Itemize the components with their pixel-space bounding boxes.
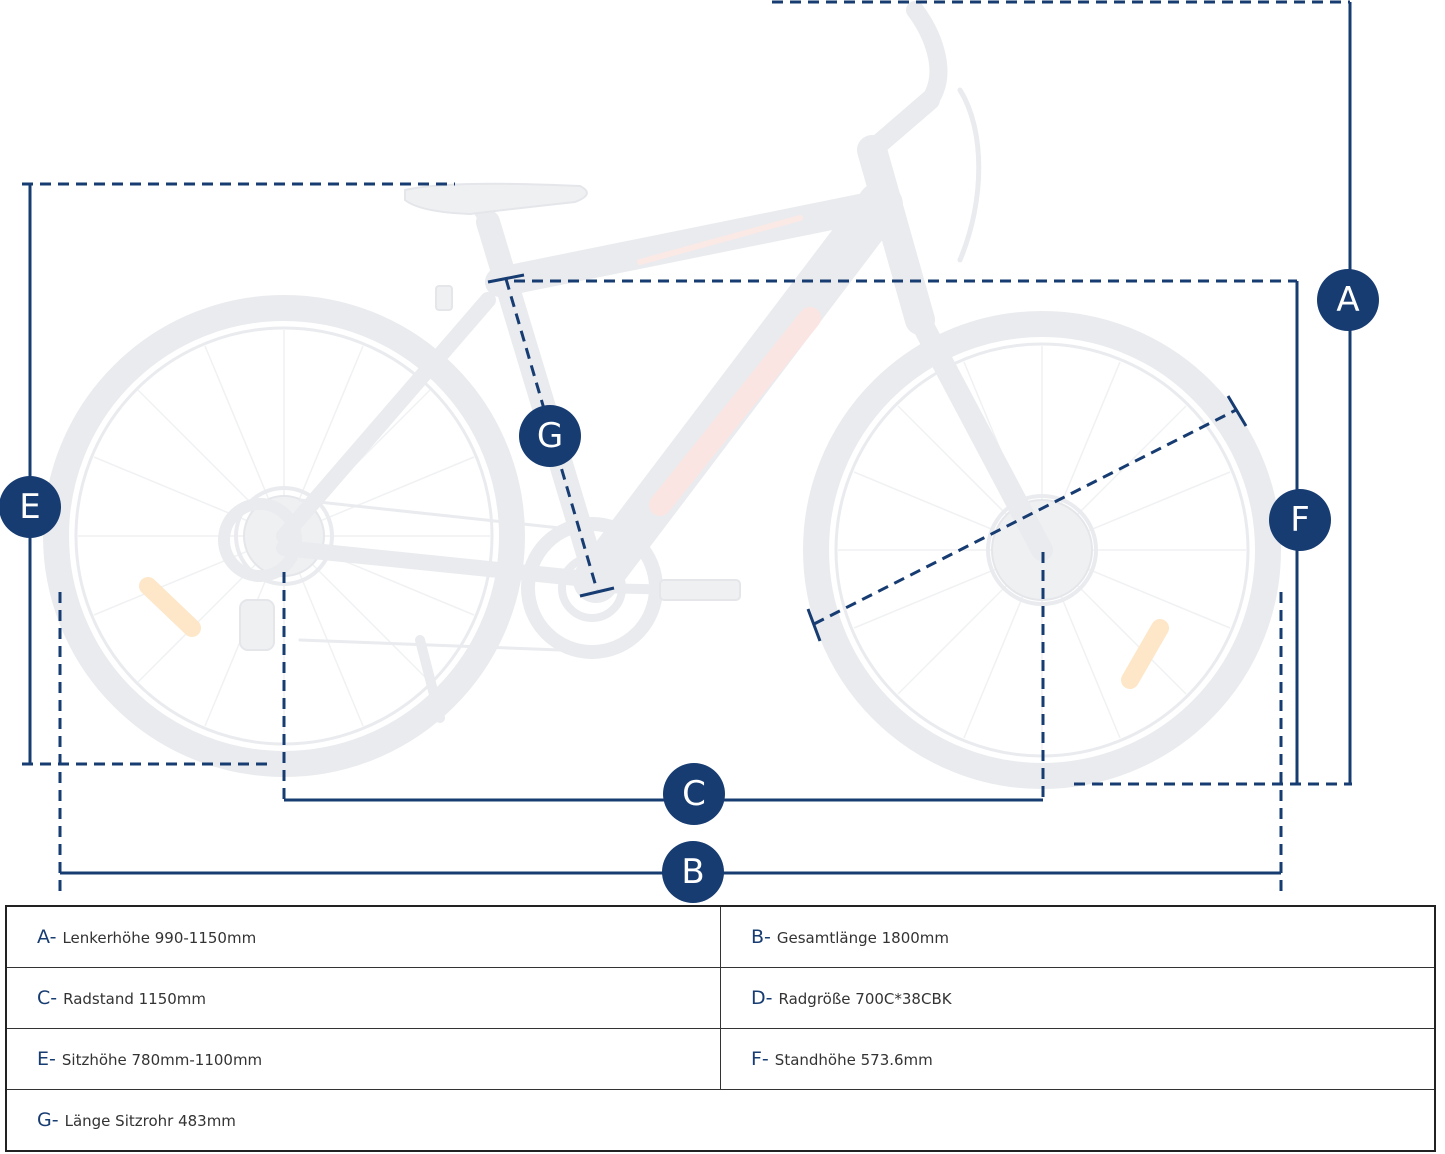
spec-text: Radgröße 700C*38CBK <box>778 990 952 1008</box>
spec-text: Lenkerhöhe 990-1150mm <box>62 929 257 947</box>
marker-f-label: F <box>1290 500 1310 540</box>
marker-a: A <box>1317 269 1379 331</box>
marker-b-label: B <box>681 852 704 892</box>
spec-cell-a: A- Lenkerhöhe 990-1150mm <box>5 905 721 968</box>
spec-row: G- Länge Sitzrohr 483mm <box>5 1089 1436 1152</box>
spec-row: E- Sitzhöhe 780mm-1100mm F- Standhöhe 573.… <box>5 1028 1436 1090</box>
spec-text: Sitzhöhe 780mm-1100mm <box>61 1051 263 1069</box>
spec-cell-g: G- Länge Sitzrohr 483mm <box>5 1089 1436 1152</box>
spec-letter: G- <box>37 1109 59 1131</box>
bicycle-illustration <box>43 1 1281 789</box>
spec-cell-f: F- Standhöhe 573.6mm <box>720 1028 1436 1090</box>
marker-b: B <box>662 841 724 903</box>
spec-text: Standhöhe 573.6mm <box>774 1051 933 1069</box>
spec-letter: D- <box>751 987 773 1009</box>
spec-text: Länge Sitzrohr 483mm <box>64 1112 236 1130</box>
marker-e: E <box>0 476 61 538</box>
spec-letter: C- <box>37 987 58 1009</box>
bike-frame <box>218 1 1098 723</box>
spec-cell-e: E- Sitzhöhe 780mm-1100mm <box>5 1028 721 1090</box>
marker-g: G <box>519 405 581 467</box>
spec-cell-b: B- Gesamtlänge 1800mm <box>720 905 1436 968</box>
marker-c: C <box>663 763 725 825</box>
spec-letter: B- <box>751 926 771 948</box>
marker-g-label: G <box>537 416 563 456</box>
marker-e-label: E <box>19 487 40 527</box>
spec-letter: F- <box>751 1048 769 1070</box>
spec-text: Radstand 1150mm <box>63 990 207 1008</box>
spec-letter: A- <box>37 926 57 948</box>
spec-cell-c: C- Radstand 1150mm <box>5 967 721 1029</box>
spec-table: A- Lenkerhöhe 990-1150mm B- Gesamtlänge 18… <box>5 905 1436 1152</box>
dimension-d <box>806 395 1248 642</box>
marker-c-label: C <box>682 774 706 814</box>
spec-row: A- Lenkerhöhe 990-1150mm B- Gesamtlänge 18… <box>5 905 1436 968</box>
dimension-e <box>22 182 455 766</box>
dimension-a <box>772 0 1352 786</box>
spec-row: C- Radstand 1150mm D- Radgröße 700C*38CBK <box>5 967 1436 1029</box>
bike-geometry-diagram: A E F G C B <box>0 0 1379 903</box>
spec-text: Gesamtlänge 1800mm <box>776 929 950 947</box>
marker-a-label: A <box>1336 280 1359 320</box>
spec-cell-d: D- Radgröße 700C*38CBK <box>720 967 1436 1029</box>
marker-f: F <box>1269 489 1331 551</box>
spec-letter: E- <box>37 1048 56 1070</box>
dimension-c <box>282 552 1045 802</box>
